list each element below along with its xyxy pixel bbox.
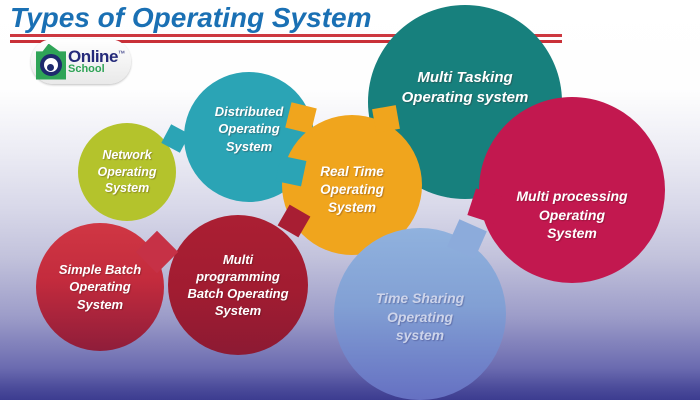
bubble-label: Multi Tasking Operating system xyxy=(402,68,529,108)
bubble-network: Network Operating System xyxy=(78,123,176,221)
bubble-text-line: Distributed xyxy=(214,104,284,120)
bubble-text-line: Operating xyxy=(97,164,157,179)
bubble-text-line: System xyxy=(327,199,376,215)
bubble-text-line: System xyxy=(76,296,124,312)
logo-dot-icon xyxy=(47,63,54,71)
bubble-text-line: system xyxy=(395,327,445,344)
bubble-text-line: Operating xyxy=(69,279,131,295)
title-underline-top xyxy=(10,34,562,37)
bubble-text-line: System xyxy=(547,225,597,242)
bubble-text-line: Operating system xyxy=(401,89,529,106)
logo-name: Online xyxy=(68,47,118,66)
online-school-logo: Online™ School xyxy=(31,39,131,84)
bubble-multi-programming-batch: Multi programming Batch Operating System xyxy=(168,204,311,355)
bubble-text-line: Real Time xyxy=(320,164,384,180)
bubble-label: Network Operating System xyxy=(97,147,156,197)
bubble-label: Time Sharing Operating system xyxy=(376,289,464,344)
logo-trademark: ™ xyxy=(117,50,125,58)
bubble-tail xyxy=(372,105,400,133)
bubble-label: Distributed Operating System xyxy=(215,103,284,154)
bubble-text-line: Operating xyxy=(320,182,384,198)
bubble-text-line: Multi xyxy=(222,251,254,267)
bubble-label: Real Time Operating System xyxy=(320,163,384,216)
bubble-multi-processing: Multi processing Operating System xyxy=(467,97,665,283)
online-school-logo-icon xyxy=(36,43,66,80)
bubble-simple-batch: Simple Batch Operating System xyxy=(36,223,179,351)
bubble-text-line: Operating xyxy=(218,121,280,137)
bubble-label: Multi processing Operating System xyxy=(516,187,627,242)
bubble-text-line: Multi Tasking xyxy=(417,69,513,87)
bubble-tail xyxy=(275,155,307,187)
bubble-text-line: System xyxy=(225,138,273,154)
bubble-text-line: System xyxy=(104,181,150,196)
bubble-text-line: Simple Batch xyxy=(58,262,142,278)
bubble-text-line: Batch Operating xyxy=(187,286,289,301)
bubble-time-sharing: Time Sharing Operating system xyxy=(334,219,506,400)
bubble-text-line: Network xyxy=(102,148,152,163)
bubble-text-line: Time Sharing xyxy=(375,290,465,307)
logo-subtitle: School xyxy=(68,63,105,75)
bubble-label: Multi programming Batch Operating System xyxy=(187,251,288,320)
bubble-label: Simple Batch Operating System xyxy=(59,261,141,312)
logo-text: Online™ School xyxy=(68,48,125,75)
title-underline-bottom xyxy=(10,40,562,43)
bubble-text-line: System xyxy=(214,303,262,319)
page-title: Types of Operating System xyxy=(10,2,372,33)
bubble-tail xyxy=(447,219,487,259)
bubble-text-line: Operating xyxy=(386,308,454,325)
bubble-text-line: Operating xyxy=(538,206,606,223)
bubble-text-line: programming xyxy=(196,268,280,284)
bubble-text-line: Multi processing xyxy=(516,188,628,205)
